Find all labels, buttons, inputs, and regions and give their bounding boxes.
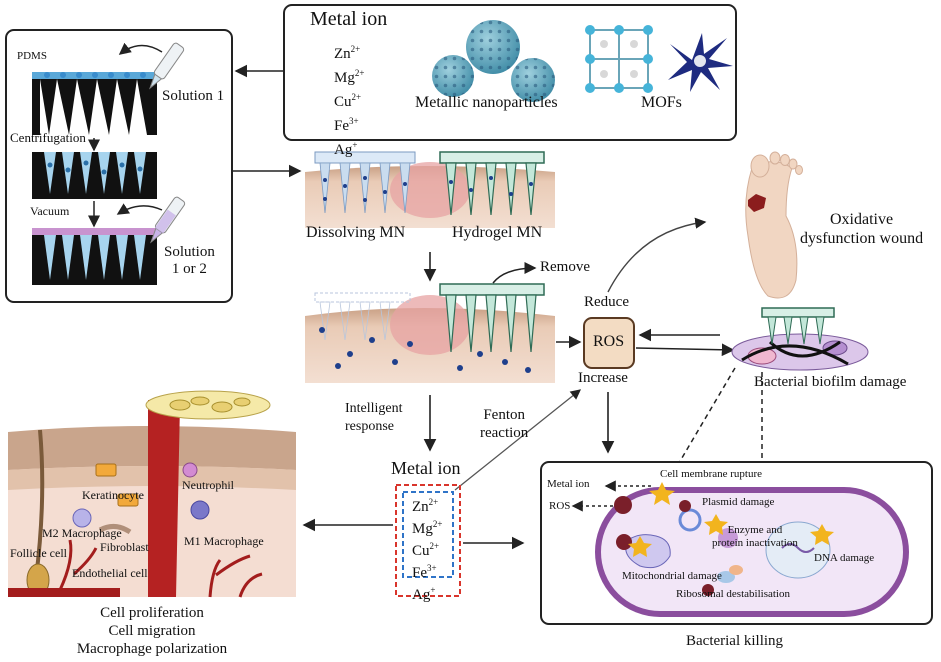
reduce-label: Reduce <box>584 294 629 310</box>
keratinocyte-label: Keratinocyte <box>82 488 144 502</box>
biofilm-label: Bacterial biofilm damage <box>754 374 907 390</box>
mitochondrial-damage-label: Mitochondrial damage <box>622 570 722 582</box>
plasmid-damage-label: Plasmid damage <box>702 496 775 508</box>
bacterial-killing-label: Bacterial killing <box>686 633 784 649</box>
follicle-cell-label: Follicle cell <box>10 546 67 560</box>
endothelial-cell-label: Endothelial cell <box>72 566 148 580</box>
pdms-label: PDMS <box>17 50 47 62</box>
neutrophil-label: Neutrophil <box>182 478 234 492</box>
m1-macrophage-label: M1 Macrophage <box>184 534 264 548</box>
dissolving-mn-label: Dissolving MN <box>306 224 406 241</box>
center-ion-box-inner <box>402 491 454 578</box>
skin-panel-1 <box>305 151 555 228</box>
dna-damage-label: DNA damage <box>814 552 875 564</box>
pdms-mold-1 <box>32 72 157 135</box>
skin-panel-2 <box>305 283 555 383</box>
m2-macrophage-label: M2 Macrophage <box>42 526 122 540</box>
vacuum-label: Vacuum <box>30 204 70 218</box>
center-ion-title: Metal ion <box>391 458 461 478</box>
pipette-1-icon <box>149 42 185 90</box>
centrifugation-label: Centrifugation <box>10 130 86 145</box>
mofs-label: MOFs <box>641 94 682 111</box>
tissue-panel <box>8 390 296 598</box>
ion-mg: Mg2+ <box>334 68 365 86</box>
bacteria-ros-label: ROS <box>549 500 571 512</box>
ion-cu: Cu2+ <box>334 92 362 110</box>
nanoparticles-label: Metallic nanoparticles <box>415 94 558 111</box>
membrane-rupture-label: Cell membrane rupture <box>660 468 763 480</box>
mof-lattice-icon <box>585 25 653 93</box>
biofilm-icon <box>731 307 869 371</box>
mof-star-icon <box>668 33 733 92</box>
ion-ag: Ag+ <box>334 140 358 158</box>
ion-fe: Fe3+ <box>334 116 359 134</box>
ribosomal-destabilisation-label: Ribosomal destabilisation <box>676 588 790 600</box>
top-ion-list: Zn2+ Mg2+ Cu2+ Fe3+ Ag+ <box>334 40 364 160</box>
bacteria-internals <box>614 482 834 596</box>
metal-ion-title: Metal ion <box>310 8 388 30</box>
hydrogel-mn-label: Hydrogel MN <box>452 224 543 241</box>
ion-zn: Zn2+ <box>334 44 361 62</box>
bacteria-metal-ion-label: Metal ion <box>547 478 590 490</box>
remove-label: Remove <box>540 259 590 275</box>
pdms-mold-3 <box>32 228 157 285</box>
ros-box <box>583 317 635 369</box>
bacterium-cell <box>595 487 909 617</box>
pdms-mold-2 <box>32 152 157 199</box>
pipette-2-icon <box>150 196 186 244</box>
metal-ion-box <box>283 4 737 141</box>
center-ion-list: Zn2+ Mg2+ Cu2+ Fe3+ Ag+ <box>412 497 443 603</box>
ros-label: ROS <box>593 333 625 350</box>
center-ion-box-outer <box>395 484 461 597</box>
foot-icon <box>745 151 803 299</box>
fibroblast-label: Fibroblast <box>100 540 149 554</box>
increase-label: Increase <box>578 370 628 386</box>
nanoparticle-icons <box>432 20 555 102</box>
solution1-label: Solution 1 <box>162 88 225 104</box>
